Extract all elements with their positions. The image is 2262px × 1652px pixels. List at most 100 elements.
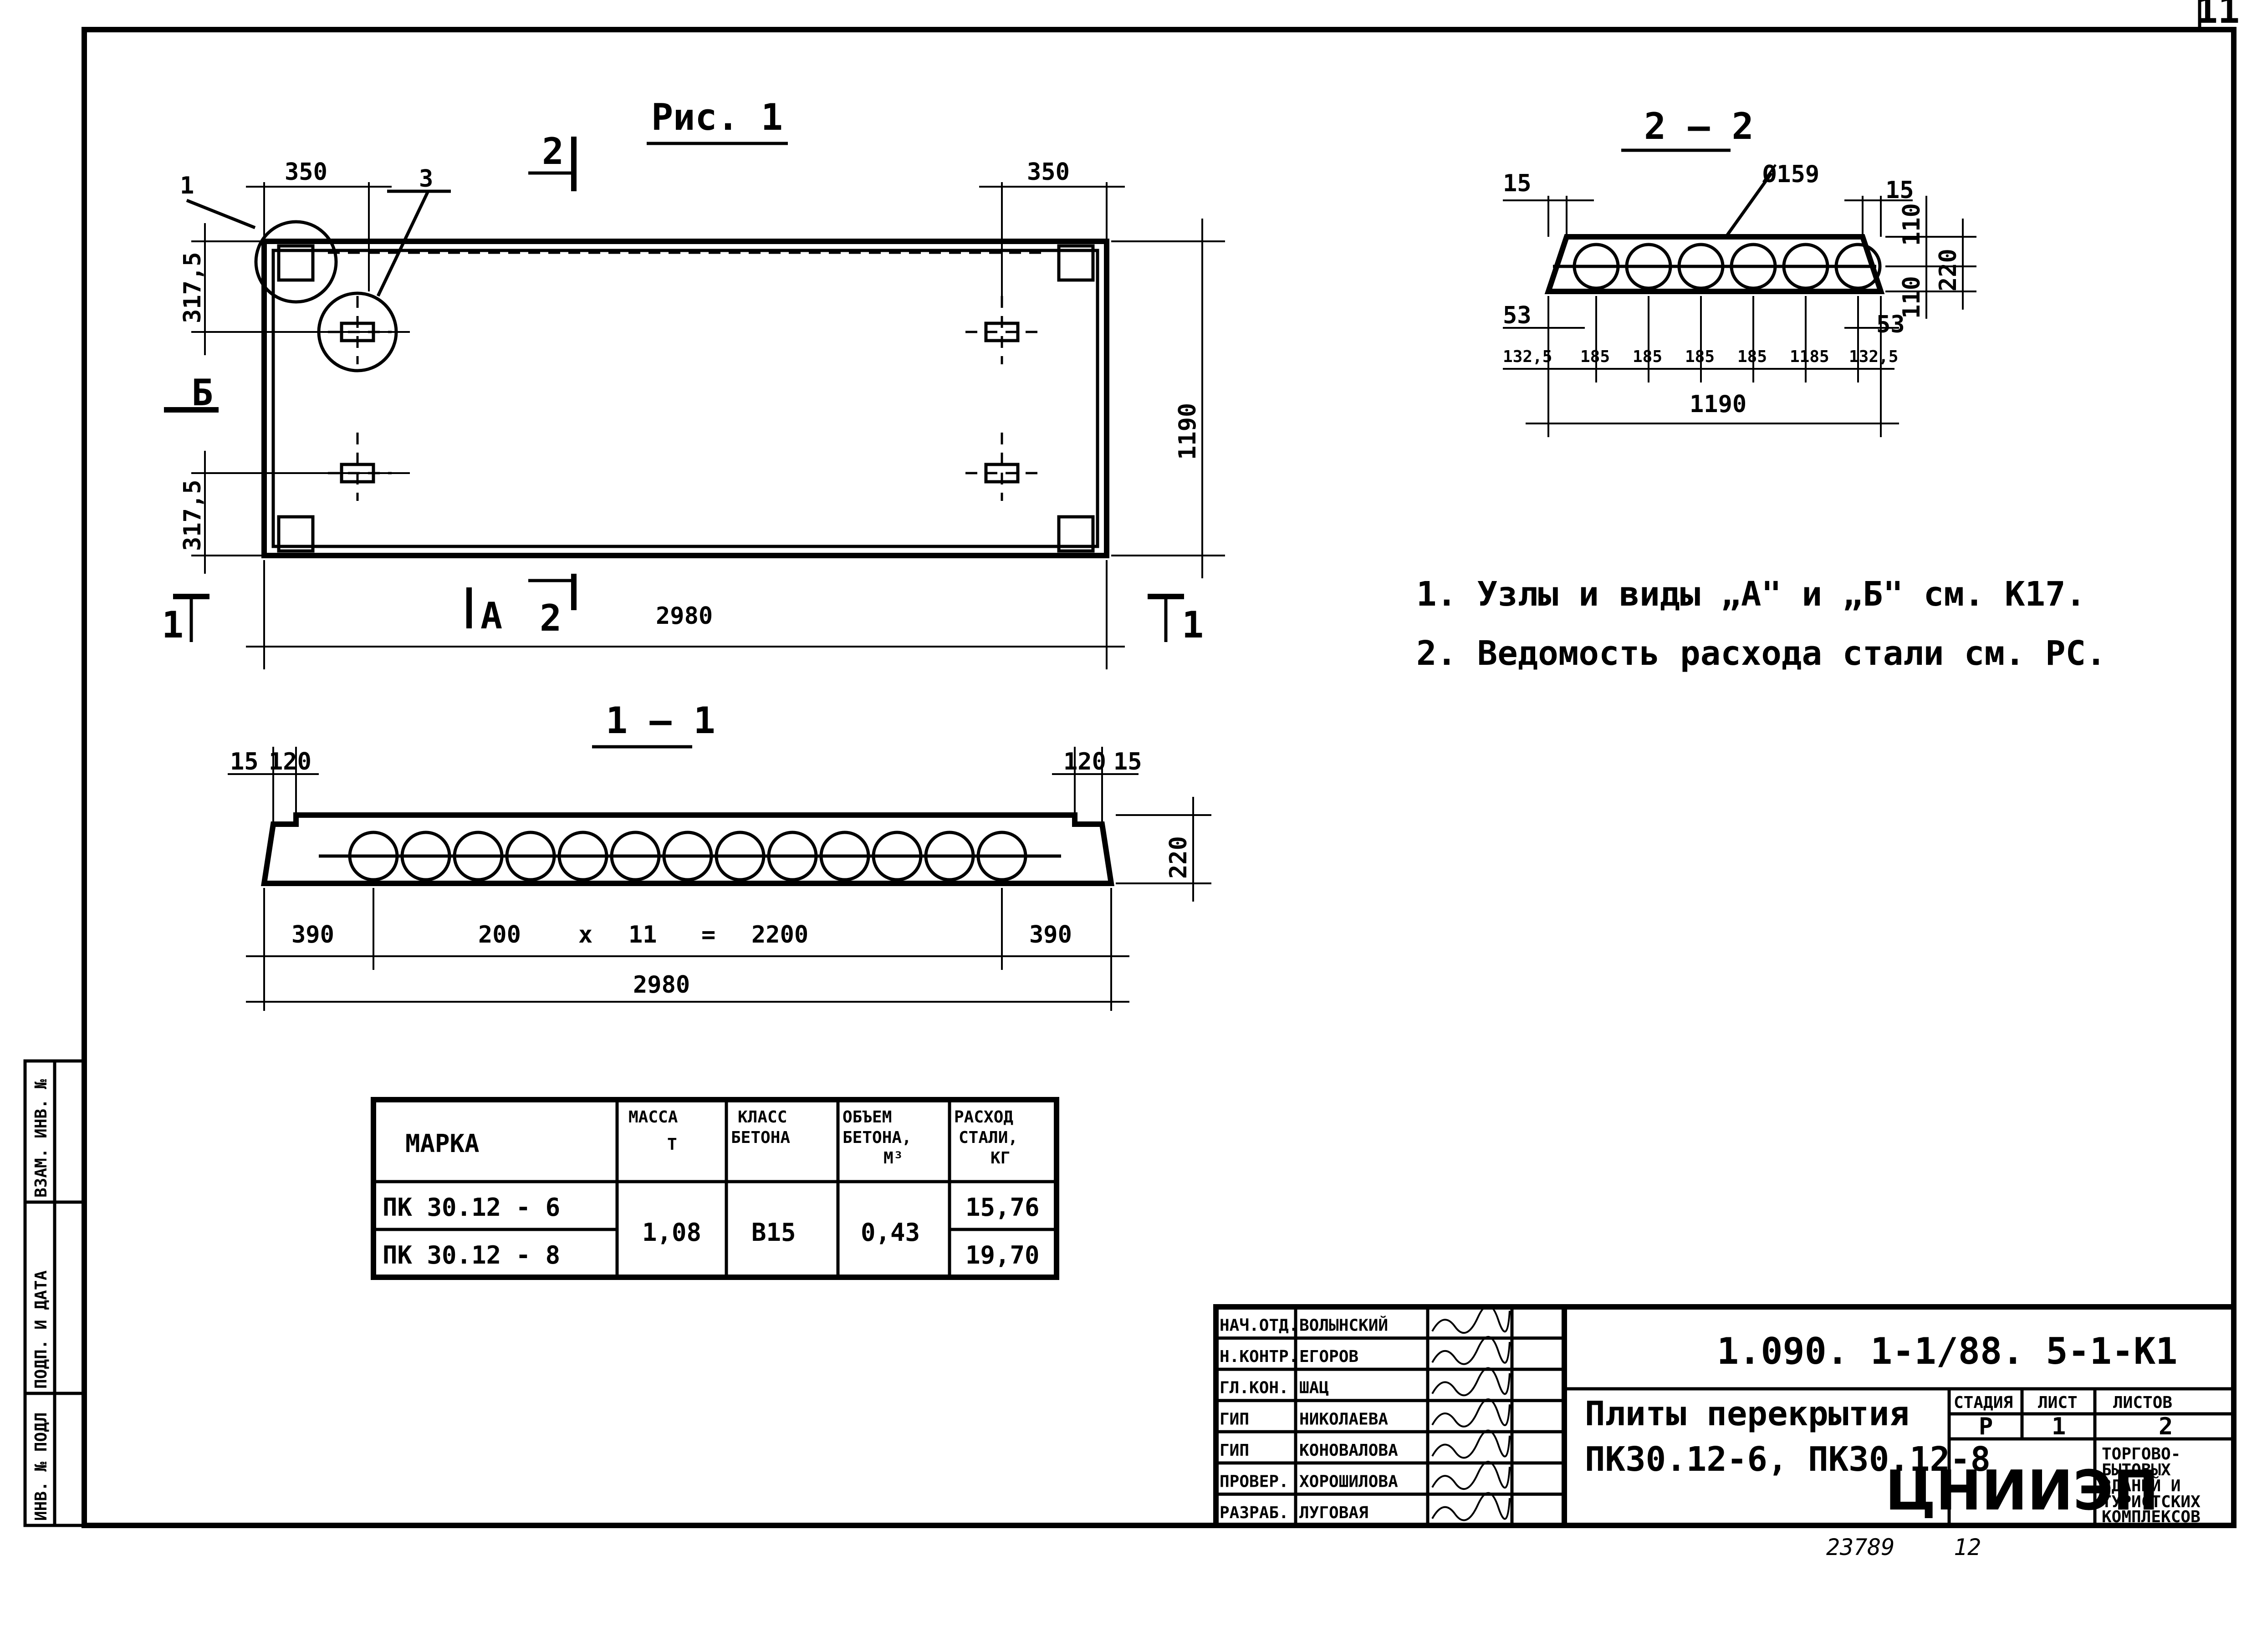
- void-circle: [1834, 243, 1882, 290]
- margin-replaced-inv: ВЗАМ. ИНВ. №: [32, 1079, 51, 1198]
- svg-text:Рис. 1: Рис. 1: [651, 96, 783, 138]
- row-2-steel: 19,70: [965, 1241, 1040, 1270]
- footer: 23789 12: [1826, 1534, 1981, 1560]
- page-number: 12: [1954, 1534, 1981, 1560]
- cell-class: В15: [751, 1218, 796, 1247]
- spacing-label: 132,5: [1849, 347, 1898, 366]
- signature-scribble: [1431, 1461, 1511, 1490]
- formula-a: 200: [478, 921, 521, 948]
- header-volume-3: М³: [883, 1149, 903, 1168]
- svg-text:2 – 2: 2 – 2: [1644, 105, 1754, 148]
- void-circle: [505, 831, 556, 882]
- dim-120-left: 120: [269, 748, 311, 775]
- header-class-1: КЛАСС: [738, 1108, 787, 1127]
- staff-role: ГИП: [1220, 1410, 1249, 1428]
- void-circle: [348, 831, 399, 882]
- header-volume-2: БЕТОНА,: [843, 1128, 912, 1147]
- staff-role: НАЧ.ОТД.: [1220, 1316, 1298, 1335]
- spacing-label: 185: [1633, 347, 1662, 366]
- dim-side-top: 317,5: [179, 252, 206, 323]
- stage-value: Р: [1979, 1413, 1993, 1440]
- void-circle: [1730, 243, 1777, 290]
- sheets-label: ЛИСТОВ: [2113, 1393, 2172, 1412]
- svg-text:1 – 1: 1 – 1: [606, 699, 715, 742]
- header-mark: МАРКА: [405, 1129, 480, 1158]
- drawing-name-1: Плиты перекрытия: [1585, 1394, 1910, 1433]
- staff-rows: НАЧ.ОТД.ВОЛЫНСКИЙН.КОНТР.ЕГОРОВГЛ.КОН.ША…: [1216, 1305, 1564, 1522]
- org-line-4: ТУРИСТСКИХ: [2102, 1493, 2201, 1511]
- spacing-label: 185: [1685, 347, 1715, 366]
- header-steel-3: КГ: [991, 1149, 1010, 1168]
- void-circle: [1625, 243, 1672, 290]
- staff-name: НИКОЛАЕВА: [1299, 1410, 1388, 1428]
- staff-role: РАЗРАБ.: [1220, 1504, 1289, 1522]
- staff-name: ЛУГОВАЯ: [1299, 1504, 1368, 1522]
- void-circle: [453, 831, 504, 882]
- staff-role: ГИП: [1220, 1441, 1249, 1460]
- staff-role: ПРОВЕР.: [1220, 1472, 1289, 1491]
- org-logo: ЦНИИЭП: [1885, 1459, 2159, 1523]
- void-circle: [1782, 243, 1829, 290]
- spacing-label: 132,5: [1503, 347, 1552, 366]
- header-steel-2: СТАЛИ,: [959, 1128, 1018, 1147]
- dim-110-top: 110: [1898, 203, 1925, 246]
- dim-height: 1190: [1174, 403, 1201, 460]
- sheet-frame: 11: [82, 0, 2240, 1528]
- staff-name: ХОРОШИЛОВА: [1299, 1472, 1398, 1491]
- void-circle: [400, 831, 451, 882]
- drawing-name-2: ПК30.12-6, ПК30.12-8: [1585, 1440, 1991, 1479]
- signature-scribble: [1431, 1305, 1511, 1334]
- staff-role: ГЛ.КОН.: [1220, 1379, 1289, 1397]
- void-circle: [1677, 243, 1725, 290]
- signature-scribble: [1431, 1492, 1511, 1521]
- section-1-1-voids: [348, 831, 1027, 882]
- dim-220: 220: [1165, 836, 1192, 879]
- dim-220: 220: [1935, 249, 1962, 291]
- general-notes: 1. Узлы и виды „А" и „Б" см. К17. 2. Вед…: [1416, 575, 2106, 673]
- staff-name: КОНОВАЛОВА: [1299, 1441, 1398, 1460]
- signature-scribble: [1431, 1398, 1511, 1428]
- note-2: 2. Ведомость расхода стали см. РС.: [1416, 634, 2106, 673]
- void-circle: [610, 831, 661, 882]
- title-block: НАЧ.ОТД.ВОЛЫНСКИЙН.КОНТР.ЕГОРОВГЛ.КОН.ША…: [1213, 1304, 2236, 1528]
- dim-15-right: 15: [1885, 177, 1914, 204]
- section-1-1: 1 – 1 15 120 120 15 220 390 200 x 11 = 2…: [228, 699, 1211, 1011]
- callout-1: 1: [180, 172, 194, 199]
- row-1-steel: 15,76: [965, 1193, 1040, 1222]
- figure-title: Рис. 1: [647, 96, 788, 145]
- org-line-1: ТОРГОВО-: [2102, 1445, 2180, 1463]
- callout-3: 3: [419, 165, 433, 193]
- dim-total: 2980: [633, 971, 690, 999]
- signature-scribble: [1431, 1367, 1511, 1397]
- cell-mass: 1,08: [642, 1218, 701, 1247]
- header-mass-1: МАССА: [628, 1108, 678, 1127]
- dim-length: 2980: [656, 602, 713, 630]
- view-a-marker: А: [480, 595, 502, 637]
- dim-120-right: 120: [1063, 748, 1106, 775]
- header-mass-2: Т: [667, 1135, 677, 1154]
- dim-110-bottom: 110: [1898, 276, 1925, 319]
- formula-eq: =: [701, 921, 715, 948]
- dim-390-right: 390: [1029, 921, 1072, 948]
- staff-name: ЕГОРОВ: [1299, 1347, 1358, 1366]
- view-b-marker: Б: [191, 372, 213, 414]
- header-class-2: БЕТОНА: [731, 1128, 790, 1147]
- org-line-2: БЫТОВЫХ: [2102, 1461, 2171, 1479]
- void-circle: [662, 831, 713, 882]
- cell-volume: 0,43: [861, 1218, 920, 1247]
- stage-label: СТАДИЯ: [1954, 1393, 2013, 1412]
- dim-side-bottom: 317,5: [179, 479, 206, 551]
- cut-2-bottom: 2: [540, 597, 562, 639]
- cut-1-right: 1: [1182, 604, 1204, 646]
- slab-schedule-table: МАРКА МАССА Т КЛАСС БЕТОНА ОБЪЕМ БЕТОНА,…: [371, 1097, 1059, 1280]
- dim-53-left: 53: [1503, 302, 1532, 329]
- formula-n: 11: [628, 921, 657, 948]
- sheet-label: ЛИСТ: [2038, 1393, 2078, 1412]
- cut-1-left: 1: [162, 604, 184, 646]
- sheets-value: 2: [2159, 1413, 2173, 1440]
- staff-role: Н.КОНТР.: [1220, 1347, 1298, 1366]
- void-circle: [767, 831, 818, 882]
- slab-plan: 1 3 350 350 317,5 317,5 1190 2980 2: [162, 130, 1225, 669]
- void-circle: [819, 831, 870, 882]
